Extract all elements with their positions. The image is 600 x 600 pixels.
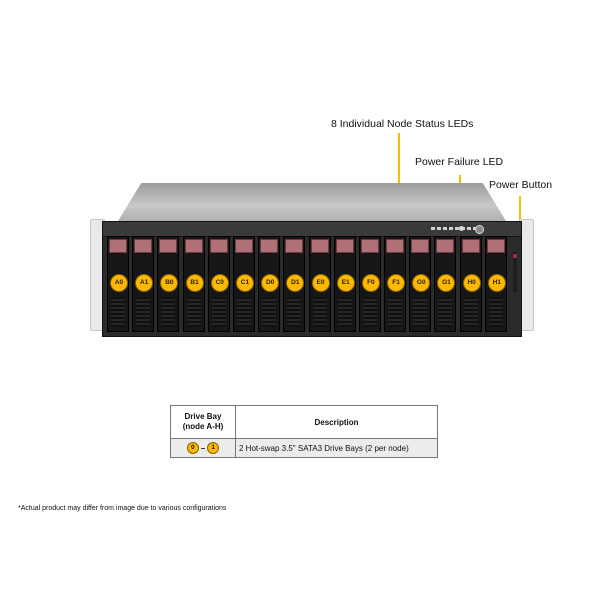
drive-bay-table: Drive Bay (node A-H) Description 0–1 2 H… (170, 405, 438, 458)
table-row: 0–1 2 Hot-swap 3.5" SATA3 Drive Bays (2 … (170, 438, 438, 458)
drive-tray[interactable]: E1 (333, 236, 356, 332)
header-drive-bay: Drive Bay (node A-H) (170, 405, 236, 439)
drive-tray[interactable]: B1 (182, 236, 205, 332)
tray-release-latch[interactable] (310, 239, 329, 253)
power-button[interactable] (475, 225, 484, 234)
drive-bay-badge: B1 (185, 274, 204, 292)
drive-tray[interactable]: G0 (409, 236, 432, 332)
header-description: Description (235, 405, 438, 439)
description-cell: 2 Hot-swap 3.5" SATA3 Drive Bays (2 per … (235, 438, 438, 458)
bay-number-badge: 0 (186, 442, 199, 454)
tray-release-latch[interactable] (159, 239, 178, 253)
brand-label (513, 252, 517, 292)
drive-tray[interactable]: F1 (384, 236, 407, 332)
drive-bays: A0 A1 B0 B1 C0 C1 D0 D1 E0 E1 F0 F1 G0 G1 H0 H1 (107, 236, 507, 334)
tray-vent-grill (136, 297, 151, 327)
drive-bay-badge: H0 (462, 274, 481, 292)
power-failure-led (459, 226, 464, 231)
tray-release-latch[interactable] (285, 239, 304, 253)
tray-release-latch[interactable] (436, 239, 455, 253)
drive-tray[interactable]: E0 (308, 236, 331, 332)
callout-power-button: Power Button (489, 179, 553, 191)
control-strip (103, 222, 521, 237)
tray-vent-grill (111, 297, 125, 327)
tray-vent-grill (161, 297, 176, 327)
tray-vent-grill (463, 297, 478, 327)
tray-release-latch[interactable] (109, 239, 127, 253)
front-panel: A0 A1 B0 B1 C0 C1 D0 D1 E0 E1 F0 F1 G0 G1 H0 H1 (102, 221, 522, 337)
drive-bay-badge: B0 (160, 274, 179, 292)
drive-tray[interactable]: A1 (132, 236, 155, 332)
tray-release-latch[interactable] (486, 239, 505, 253)
drive-tray[interactable]: C0 (207, 236, 230, 332)
tray-vent-grill (413, 297, 428, 327)
drive-tray[interactable]: H0 (459, 236, 482, 332)
tray-vent-grill (388, 297, 403, 327)
node-status-led (467, 227, 471, 230)
tray-release-latch[interactable] (461, 239, 480, 253)
tray-vent-grill (211, 297, 226, 327)
tray-vent-grill (337, 297, 352, 327)
tray-vent-grill (312, 297, 327, 327)
drive-tray[interactable]: F0 (358, 236, 381, 332)
tray-release-latch[interactable] (360, 239, 379, 253)
drive-tray[interactable]: C1 (232, 236, 255, 332)
tray-vent-grill (287, 297, 302, 327)
drive-bay-badge: A1 (135, 274, 154, 292)
tray-release-latch[interactable] (335, 239, 354, 253)
node-status-led (431, 227, 435, 230)
header-drive-bay-label: Drive Bay (184, 412, 222, 421)
chassis-top-cover (118, 183, 506, 221)
callout-power-failure-led: Power Failure LED (415, 156, 504, 168)
header-drive-bay-sub: (node A-H) (182, 422, 224, 431)
node-status-led (443, 227, 447, 230)
tray-vent-grill (488, 297, 503, 327)
drive-tray[interactable]: A0 (107, 236, 129, 332)
tray-vent-grill (236, 297, 251, 327)
tray-release-latch[interactable] (209, 239, 228, 253)
drive-bay-badge: F0 (361, 274, 380, 292)
tray-vent-grill (186, 297, 201, 327)
drive-tray[interactable]: D1 (283, 236, 306, 332)
drive-bay-badge: D1 (286, 274, 305, 292)
drive-bay-badge: F1 (387, 274, 406, 292)
tray-vent-grill (362, 297, 377, 327)
drive-bay-badge: E0 (311, 274, 330, 292)
drive-bay-badge: C0 (210, 274, 229, 292)
node-status-led (449, 227, 453, 230)
drive-bay-badge: D0 (261, 274, 280, 292)
server-chassis: A0 A1 B0 B1 C0 C1 D0 D1 E0 E1 F0 F1 G0 G1 H0 H1 (90, 183, 534, 337)
range-dash: – (200, 443, 206, 453)
tray-release-latch[interactable] (234, 239, 253, 253)
tray-release-latch[interactable] (260, 239, 279, 253)
drive-tray[interactable]: B0 (157, 236, 180, 332)
drive-tray[interactable]: H1 (484, 236, 507, 332)
tray-vent-grill (262, 297, 277, 327)
tray-release-latch[interactable] (386, 239, 405, 253)
drive-bay-badge: E1 (336, 274, 355, 292)
tray-release-latch[interactable] (134, 239, 153, 253)
tray-release-latch[interactable] (184, 239, 203, 253)
bay-number-badge: 1 (207, 442, 220, 454)
drive-bay-cell: 0–1 (170, 438, 236, 458)
drive-tray[interactable]: D0 (258, 236, 281, 332)
tray-release-latch[interactable] (411, 239, 430, 253)
drive-bay-badge: G1 (437, 274, 456, 292)
footnote: *Actual product may differ from image du… (18, 505, 227, 512)
tray-vent-grill (438, 297, 453, 327)
drive-tray[interactable]: G1 (434, 236, 457, 332)
drive-bay-badge: C1 (235, 274, 254, 292)
drive-bay-badge: G0 (412, 274, 431, 292)
drive-bay-badge: H1 (487, 274, 506, 292)
node-status-led (455, 227, 459, 230)
drive-bay-badge: A0 (110, 274, 128, 292)
node-status-led (437, 227, 441, 230)
callout-node-status-leds: 8 Individual Node Status LEDs (331, 118, 474, 130)
